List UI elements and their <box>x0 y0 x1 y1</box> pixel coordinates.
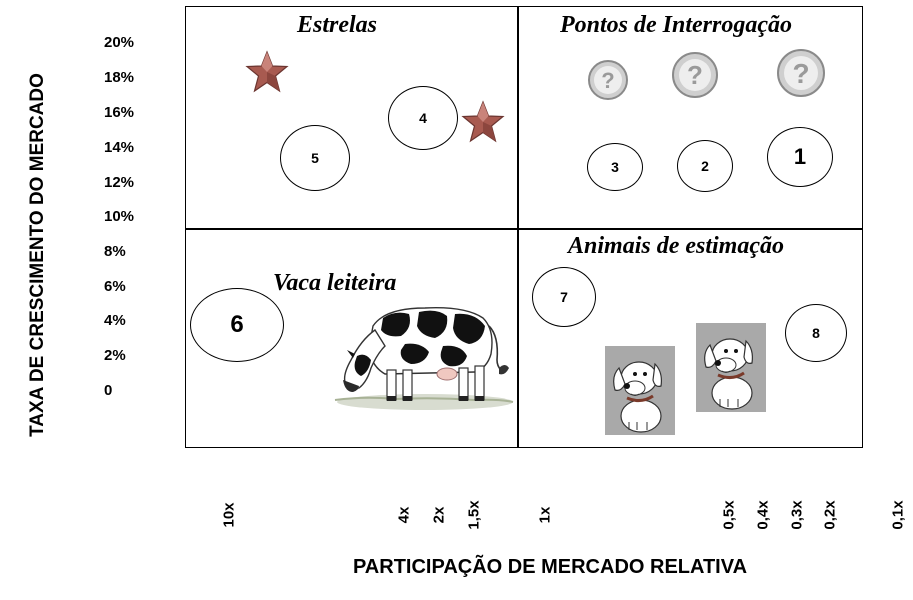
x-tick: 0,3x <box>788 500 806 530</box>
y-tick: 18% <box>104 69 135 86</box>
y-tick: 4% <box>104 312 126 329</box>
y-tick: 12% <box>104 174 135 191</box>
y-tick: 14% <box>104 139 135 156</box>
bubble-7: 7 <box>532 267 596 327</box>
x-tick: 1,5x <box>465 500 483 530</box>
x-tick: 0,5x <box>720 500 738 530</box>
x-tick: 10x <box>220 502 238 528</box>
bubble-3: 3 <box>587 143 643 191</box>
matrix-vertical-divider <box>517 6 519 448</box>
x-axis-title: PARTICIPAÇÃO DE MERCADO RELATIVA <box>352 556 748 578</box>
y-axis-title-text: TAXA DE CRESCIMENTO DO MERCADO <box>27 73 48 437</box>
y-tick: 8% <box>104 243 126 260</box>
x-tick: 1x <box>536 506 554 524</box>
quadrant-title-cash-cow: Vaca leiteira <box>273 270 397 296</box>
y-tick: 16% <box>104 104 135 121</box>
cow-icon <box>334 307 514 410</box>
dog-icon <box>696 323 766 412</box>
quadrant-title-question-marks: Pontos de Interrogação <box>560 12 793 38</box>
question-mark-icon: ? <box>777 49 825 97</box>
quadrant-title-stars: Estrelas <box>297 12 378 38</box>
x-tick: 2x <box>430 506 448 524</box>
bubble-5: 5 <box>280 125 350 191</box>
y-tick: 0 <box>104 382 113 399</box>
y-axis-title: TAXA DE CRESCIMENTO DO MERCADO <box>8 10 68 500</box>
quadrant-title-pets: Animais de estimação <box>568 233 784 259</box>
svg-text:?: ? <box>792 58 809 89</box>
x-tick: 0,4x <box>754 500 772 530</box>
svg-text:?: ? <box>687 60 703 90</box>
x-tick: 0,2x <box>821 500 839 530</box>
bubble-2: 2 <box>677 140 733 192</box>
question-mark-icon: ? <box>588 60 628 100</box>
dog-icon <box>605 346 675 435</box>
star-icon <box>461 100 505 143</box>
matrix-horizontal-divider <box>185 228 863 230</box>
star-icon <box>245 50 289 93</box>
bubble-1: 1 <box>767 127 833 187</box>
x-tick: 4x <box>395 506 413 524</box>
y-tick: 6% <box>104 278 126 295</box>
bubble-4: 4 <box>388 86 458 150</box>
bcg-matrix <box>185 6 863 448</box>
x-tick: 0,1x <box>889 500 907 530</box>
bubble-6: 6 <box>190 288 284 362</box>
question-mark-icon: ? <box>672 52 718 98</box>
y-tick: 10% <box>104 208 135 225</box>
bubble-8: 8 <box>785 304 847 362</box>
svg-text:?: ? <box>601 68 614 93</box>
y-tick: 20% <box>104 34 135 51</box>
y-tick: 2% <box>104 347 126 364</box>
